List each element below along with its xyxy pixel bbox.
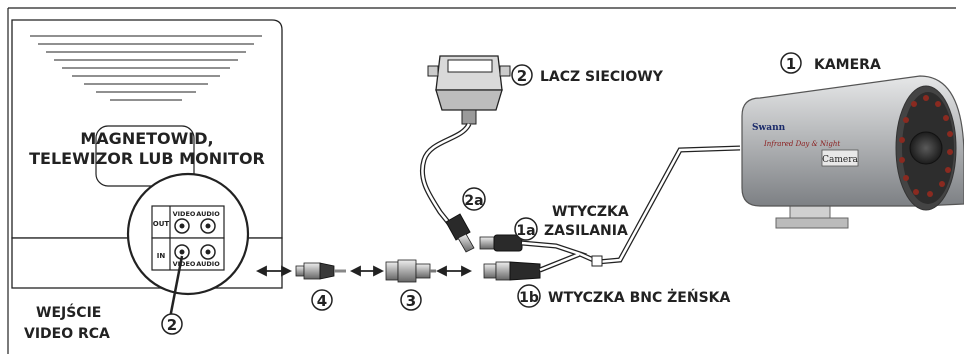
power-adapter (427, 55, 511, 125)
in-label: IN (157, 252, 166, 260)
camera-label: KAMERA (814, 57, 881, 73)
rca-plug-connector (295, 262, 346, 280)
tv-label-line1: MAGNETOWID, (80, 129, 213, 148)
rca-jack-audio-in (200, 244, 216, 260)
out-label: OUT (153, 220, 170, 228)
callout-4: 4 (311, 289, 333, 311)
callout-1a: 1a WTYCZKA ZASILANIA (514, 204, 629, 241)
power-socket-1a (479, 234, 523, 252)
bnc-adapter-connector (385, 259, 436, 283)
rca-label-line1: WEJŚCIE (36, 303, 101, 321)
bnc-female-1b (483, 261, 541, 281)
rca-jack-video-out (174, 218, 190, 234)
camera-subtitle: Infrared Day & Night (763, 140, 840, 148)
callout-3: 3 (400, 289, 422, 311)
tv-label-line2: TELEWIZOR LUB MONITOR (29, 149, 265, 168)
video-out-label: VIDEO (173, 210, 196, 218)
input-panel-zoom: OUT IN VIDEO AUDIO VIDEO AUDIO (126, 172, 250, 296)
callout-1b: 1b WTYCZKA BNC ŻEŃSKA (517, 284, 731, 308)
rca-label-line2: VIDEO RCA (24, 326, 110, 342)
camera-lens (909, 131, 943, 165)
callout-1b-number: 1b (519, 290, 539, 306)
adapter-label: LACZ SIECIOWY (540, 69, 664, 85)
audio-out-label: AUDIO (196, 210, 220, 218)
plug-2a (445, 213, 475, 253)
callout-adapter-number: 2 (517, 67, 527, 85)
callout-2a: 2a (462, 187, 486, 211)
camera: Swann Infrared Day & Night Camera (741, 75, 964, 229)
camera-callout: 1 KAMERA (780, 52, 881, 74)
double-arrow-3 (435, 265, 473, 277)
tv-vent-lines (30, 35, 262, 101)
adapter-callout: 2 LACZ SIECIOWY (511, 64, 664, 86)
double-arrow-2 (349, 265, 385, 277)
rca-jack-video-in (174, 244, 190, 260)
frame-lines (7, 7, 956, 354)
callout-4-number: 4 (317, 292, 327, 310)
camera-word: Camera (822, 155, 858, 165)
camera-cable (521, 145, 741, 273)
callout-camera-number: 1 (786, 55, 796, 73)
power-plug-label-line2: ZASILANIA (544, 223, 628, 239)
adapter-cable (420, 122, 472, 234)
callout-3-number: 3 (406, 292, 416, 310)
rca-input-callout: 2 WEJŚCIE VIDEO RCA (24, 255, 184, 342)
bnc-female-label: WTYCZKA BNC ŻEŃSKA (548, 288, 731, 306)
double-arrow-1 (255, 265, 293, 277)
callout-rca-number: 2 (167, 316, 177, 334)
audio-in-label: AUDIO (196, 260, 220, 268)
callout-1a-number: 1a (516, 223, 535, 239)
camera-led-ring (899, 95, 953, 197)
camera-brand: Swann (752, 123, 786, 133)
power-plug-label-line1: WTYCZKA (552, 204, 629, 220)
rca-jack-audio-out (200, 218, 216, 234)
video-in-label: VIDEO (173, 260, 196, 268)
callout-2a-number: 2a (464, 193, 483, 209)
callout-circle-rca (161, 313, 183, 335)
tv-screen-outline (95, 125, 195, 187)
